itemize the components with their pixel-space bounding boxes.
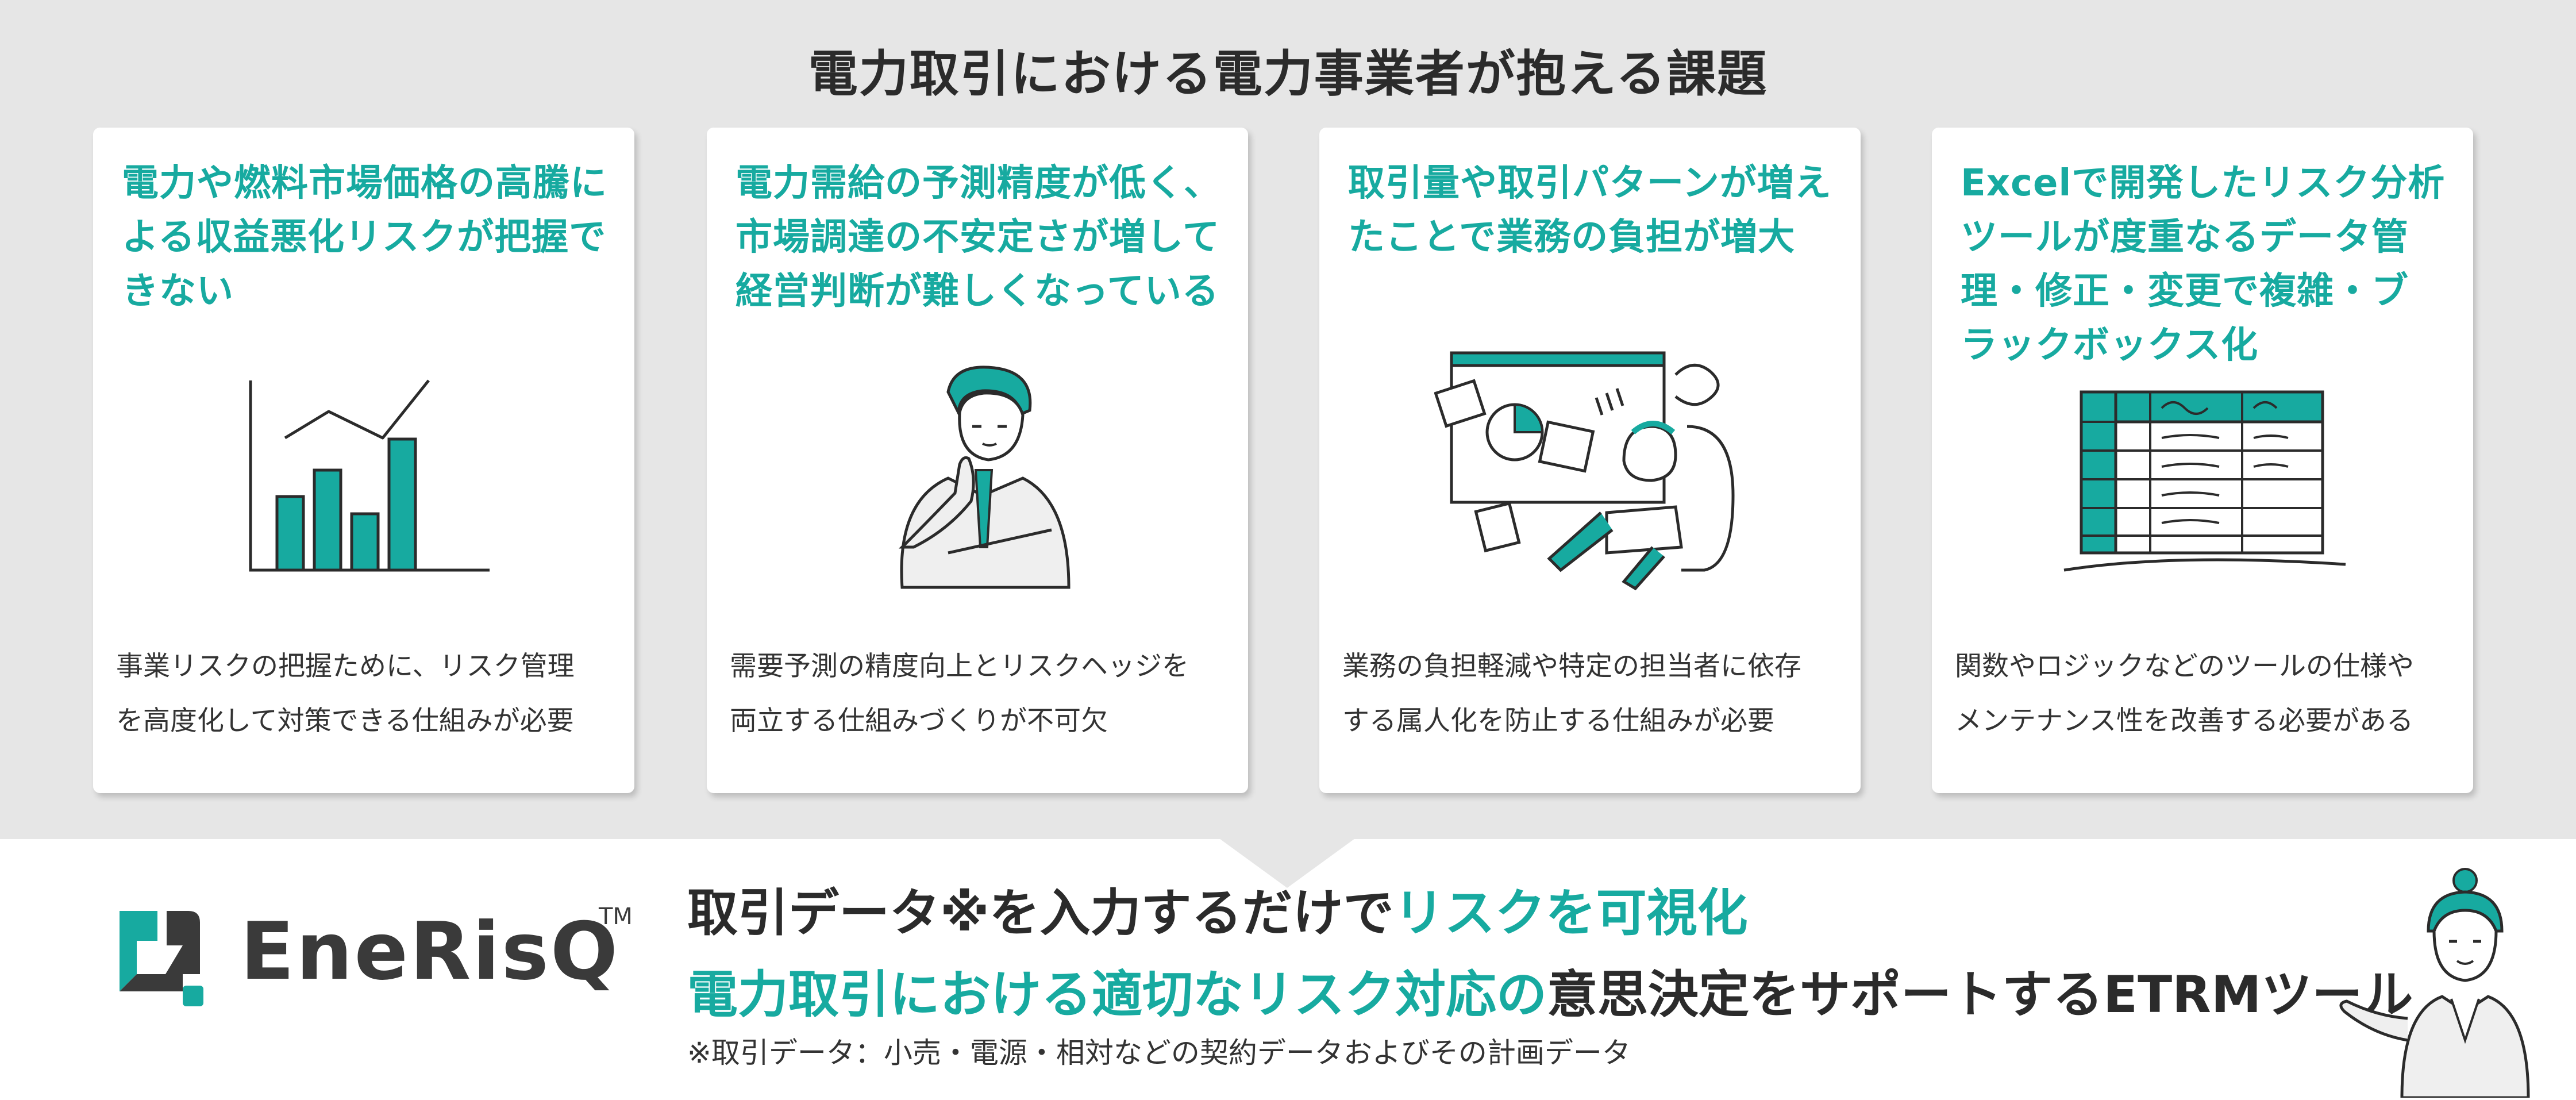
footnote: ※取引データ：小売・電源・相対などの契約データおよびその計画データ [687,1036,1631,1070]
issue-card-description: 関数やロジックなどのツールの仕様や メンテナンス性を改善する必要がある [1955,651,2414,737]
tagline-line-1: 取引データ※を入力するだけでリスクを可視化 [687,872,1748,945]
issue-card-headline: 電力や燃料市場価格の高騰に よる収益悪化リスクが把握で きない [122,162,607,313]
section-arrow [1219,839,1355,888]
trademark-mark: TM [599,903,633,930]
issue-card-2: 電力需給の予測精度が低く、 市場調達の不安定さが増して 経営判断が難しくなってい… [707,128,1248,793]
issue-card-headline: 電力需給の予測精度が低く、 市場調達の不安定さが増して 経営判断が難しくなってい… [736,162,1221,313]
issue-card-headline: 取引量や取引パターンが増え たことで業務の負担が増大 [1348,162,1832,259]
issue-card-headline: Excelで開発したリスク分析 ツールが度重なるデータ管 理・修正・変更で複雑・… [1961,162,2446,367]
rising-bar-chart-icon [249,379,490,572]
page-title: 電力取引における電力事業者が抱える課題 [808,45,1768,103]
issue-card-description: 事業リスクの把握ために、リスク管理 を高度化して対策できる仕組みが必要 [116,651,575,737]
tagline-highlight: 電力取引における適切なリスク対応の [687,965,1547,1024]
tagline-text: 意思決定をサポートするETRMツール [1547,965,2413,1024]
spreadsheet-icon [2063,390,2346,572]
issue-card-4: Excelで開発したリスク分析 ツールが度重なるデータ管 理・修正・変更で複雑・… [1932,128,2473,793]
issue-card-3: 取引量や取引パターンが増え たことで業務の負担が増大 業務の負担軽減や特定の担当… [1319,128,1861,793]
brand-name: EneRisQ [240,905,620,998]
tagline-line-2: 電力取引における適切なリスク対応の意思決定をサポートするETRMツール [687,954,2413,1027]
thinking-businessman-icon [898,366,1071,589]
overwhelmed-worker-icon [1434,351,1735,591]
enerisq-logo-icon [120,911,203,1006]
tagline-highlight: リスクを可視化 [1393,883,1748,943]
issue-card-description: 需要予測の精度向上とリスクヘッジを 両立する仕組みづくりが不可欠 [730,651,1189,737]
issue-card-1: 電力や燃料市場価格の高騰に よる収益悪化リスクが把握で きない 事業リスクの把握… [93,128,634,793]
tagline-text: 取引データ※を入力するだけで [687,883,1394,943]
guide-woman-icon [2339,868,2530,1098]
issue-card-description: 業務の負担軽減や特定の担当者に依存 する属人化を防止する仕組みが必要 [1342,651,1801,737]
